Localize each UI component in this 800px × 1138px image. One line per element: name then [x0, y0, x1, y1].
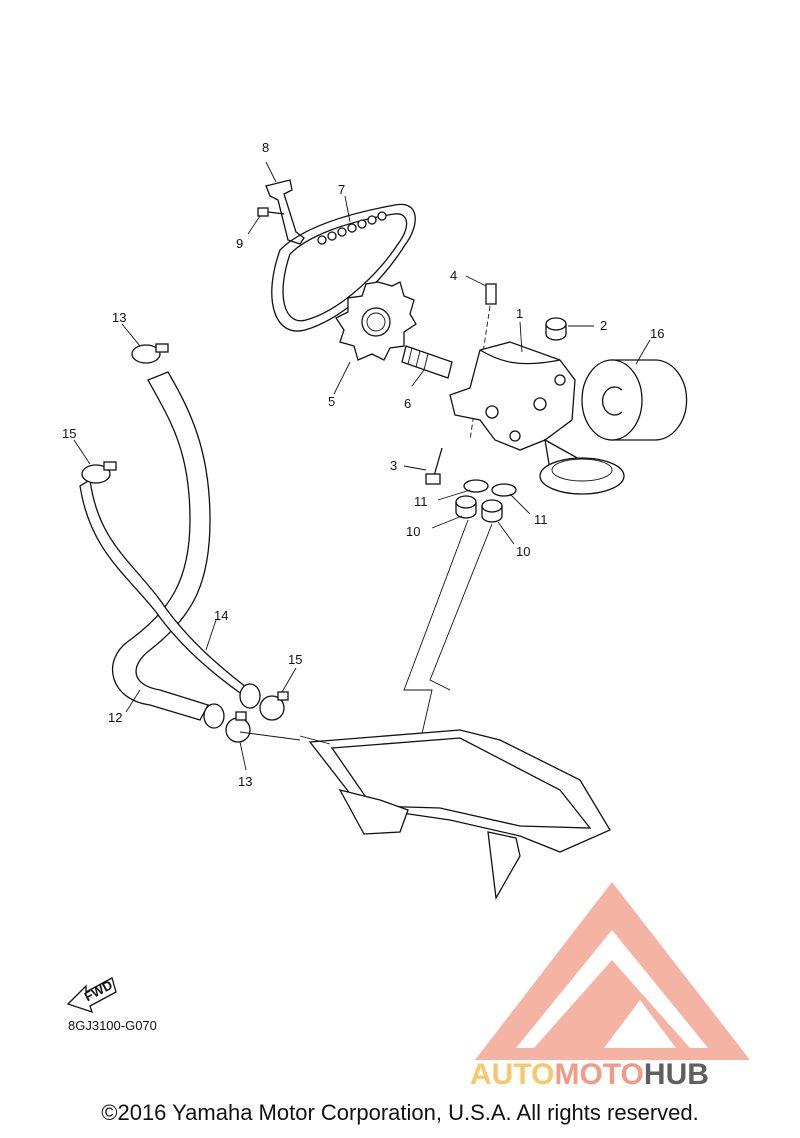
callout-10a: 10: [406, 524, 420, 539]
part-9-bolt: [247, 207, 285, 235]
part-16-oil-filter: [581, 339, 688, 441]
chain-links: [317, 211, 387, 245]
watermark-brand: AUTOMOTOHUB: [470, 1058, 709, 1092]
part-13-clamp-bottom: [225, 711, 251, 771]
callout-2: 2: [600, 318, 607, 333]
part-14-hose: [79, 478, 258, 706]
part-3-bolt: [403, 447, 443, 485]
part-15-clamp-right: [259, 667, 297, 721]
watermark-auto: AUTO: [470, 1058, 555, 1091]
part-13-clamp-top: [121, 323, 169, 364]
crankcase-base: [239, 729, 611, 901]
callout-numbers: 1 2 3 4 5 6 7 8 9 10 10 11 11 12 13 13 1…: [62, 140, 664, 789]
part-2-collar: [545, 317, 594, 341]
callout-12: 12: [108, 710, 122, 725]
callout-16: 16: [650, 326, 664, 341]
callout-6: 6: [404, 396, 411, 411]
reference-lines: [403, 519, 493, 761]
watermark-moto: MOTO: [554, 1058, 644, 1091]
watermark-logo: [475, 882, 750, 1060]
part-12-hose: [112, 371, 211, 721]
part-10-collars: [431, 495, 515, 545]
callout-15a: 15: [62, 426, 76, 441]
callout-9: 9: [236, 236, 243, 251]
part-5-sprocket: [333, 281, 417, 395]
part-8-bracket: [265, 161, 305, 245]
callout-5: 5: [328, 394, 335, 409]
callout-15b: 15: [288, 652, 302, 667]
part-7-chain: [271, 195, 416, 332]
callout-1: 1: [516, 306, 523, 321]
callout-11b: 11: [534, 512, 548, 527]
callout-13a: 13: [112, 310, 126, 325]
part-1-oil-pump: [449, 321, 576, 451]
callout-10b: 10: [516, 544, 530, 559]
callout-14: 14: [214, 608, 228, 623]
copyright-notice: ©2016 Yamaha Motor Corporation, U.S.A. A…: [101, 1100, 699, 1125]
callout-7: 7: [338, 182, 345, 197]
callout-4: 4: [450, 268, 457, 283]
callout-11a: 11: [414, 494, 428, 509]
part-15-clamp-left: [73, 439, 117, 484]
part-11-o-rings: [437, 479, 531, 515]
callout-3: 3: [390, 458, 397, 473]
hose-ends: [203, 683, 261, 729]
callout-13b: 13: [238, 774, 252, 789]
diagram-code: 8GJ3100-G070: [68, 1018, 157, 1033]
callout-8: 8: [262, 140, 269, 155]
fwd-arrow: FWD: [66, 977, 117, 1014]
watermark-hub: HUB: [643, 1058, 709, 1091]
part-6-shaft: [401, 345, 453, 387]
oil-strainer: [539, 438, 625, 495]
